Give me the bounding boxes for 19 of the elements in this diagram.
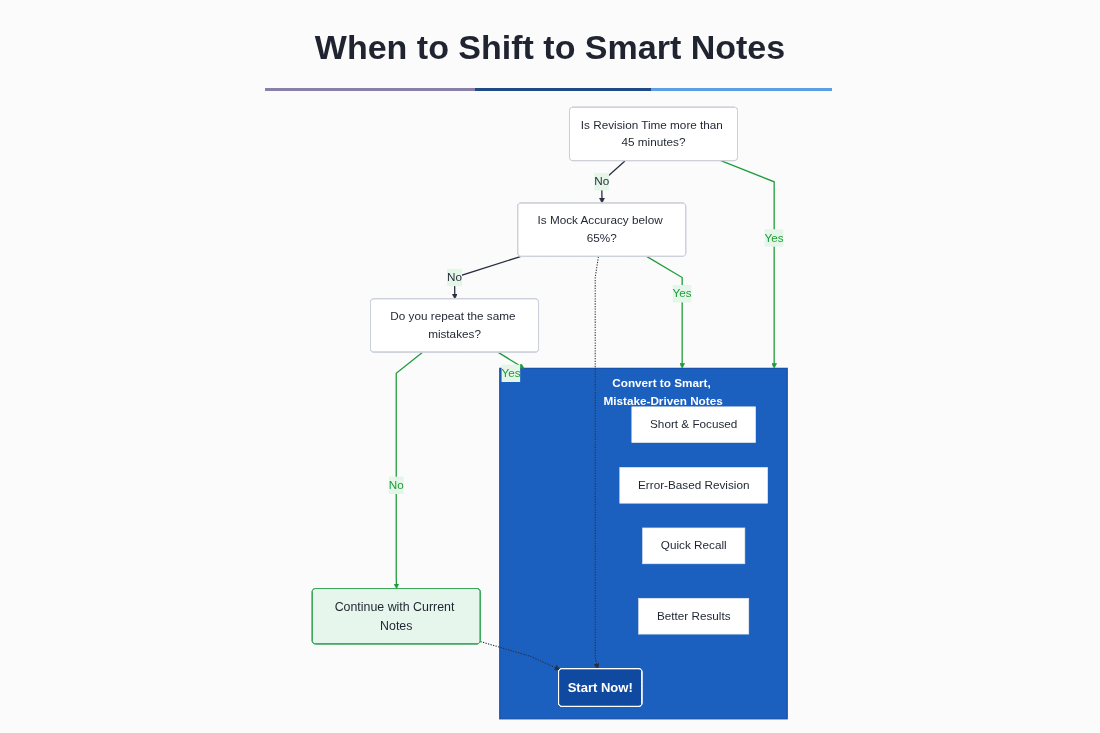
edge-label: Yes (764, 231, 785, 245)
node-box: Error-Based Revision (619, 467, 769, 504)
edge-label: Yes (501, 366, 521, 380)
arrow (720, 159, 778, 369)
arrow (599, 160, 626, 204)
node-box: Short & Focused (631, 406, 757, 443)
edge-label: No (447, 270, 463, 284)
arrow (497, 351, 525, 369)
edge-label: No (594, 174, 610, 188)
edge-label: No (389, 478, 405, 492)
arrow (594, 256, 600, 670)
arrow (480, 641, 561, 671)
node-box: Better Results (638, 597, 750, 635)
arrow (393, 351, 424, 590)
edge-label: Yes (672, 286, 693, 300)
arrow (646, 255, 686, 369)
diagram-title: When to Shift to Smart Notes (314, 28, 786, 67)
node-box: Quick Recall (642, 527, 746, 565)
arrow (452, 255, 522, 300)
